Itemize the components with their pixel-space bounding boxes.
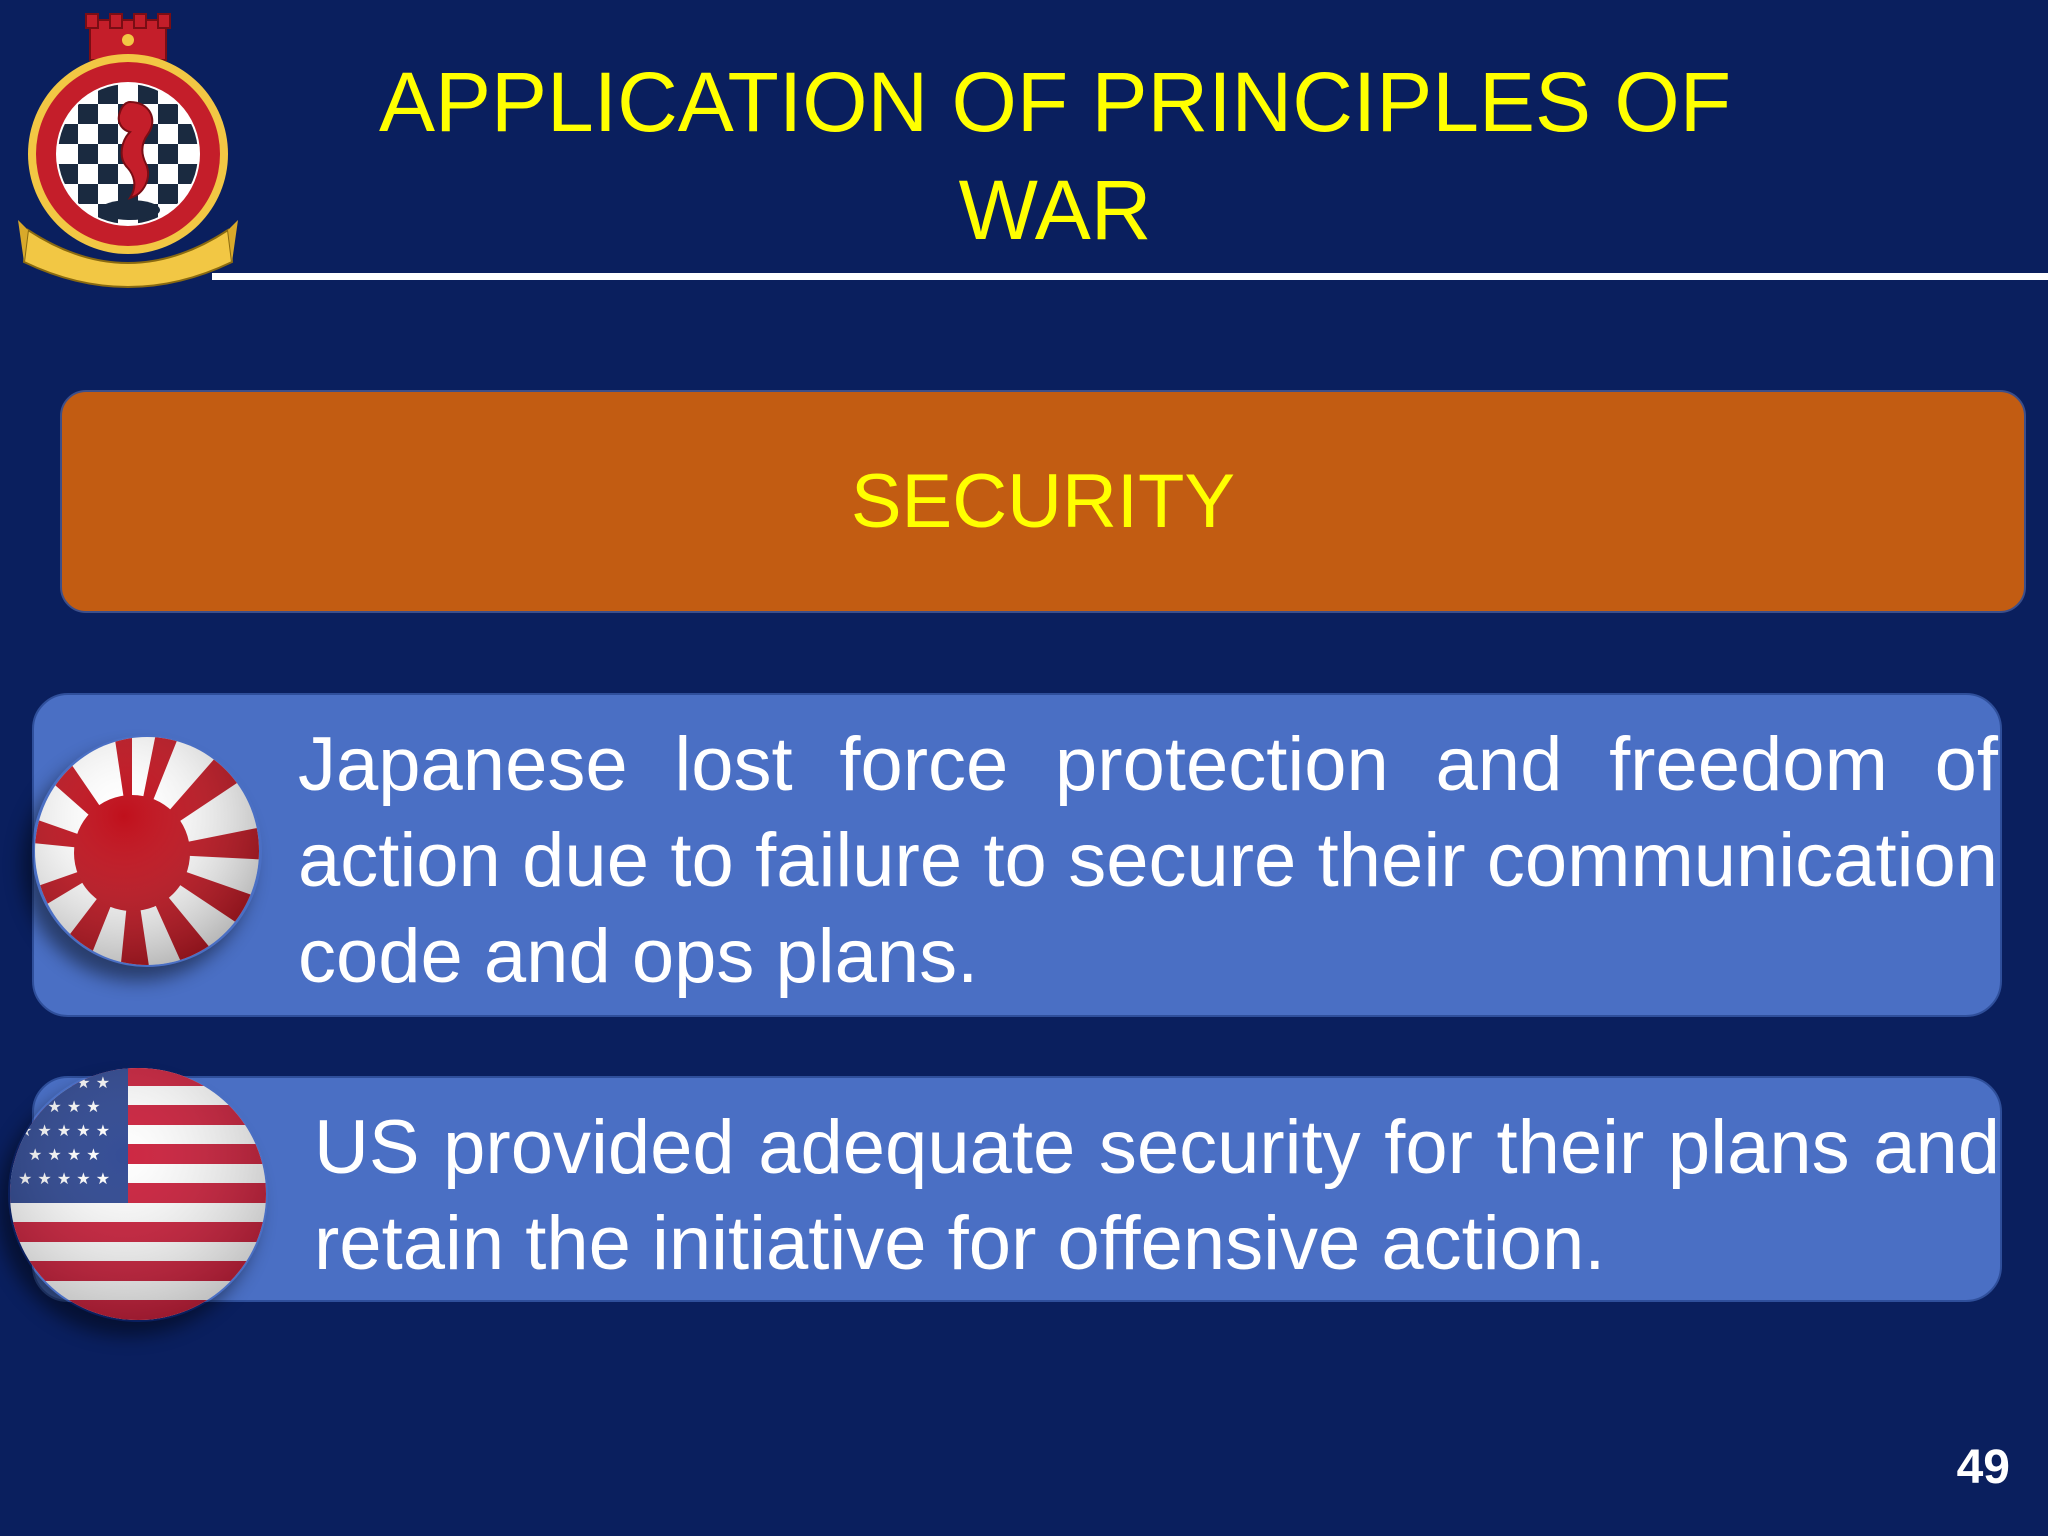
slide-title-line-2: WAR (958, 163, 1152, 257)
title-divider (212, 273, 2048, 280)
naval-crest-logo (18, 13, 238, 288)
point-box-us: US provided adequate security for their … (32, 1076, 2002, 1302)
principle-header-box: SECURITY (60, 390, 2026, 613)
point-text-us: US provided adequate security for their … (314, 1105, 2000, 1286)
slide-title-line-1: APPLICATION OF PRINCIPLES OF (378, 55, 1732, 149)
point-text-japan: Japanese lost force protection and freed… (298, 722, 1998, 999)
principle-label: SECURITY (850, 459, 1236, 544)
us-flag-icon: ★ ★ ★ ★ ★ ★ ★ ★ ★ ★ ★ ★ ★ ★ ★ ★ ★ ★ ★ ★ … (10, 1068, 266, 1320)
point-box-japan: Japanese lost force protection and freed… (32, 693, 2002, 1017)
japanese-rising-sun-flag-icon (35, 737, 259, 965)
slide-title: APPLICATION OF PRINCIPLES OF WAR (300, 48, 1810, 264)
page-number: 49 (1956, 1441, 2010, 1494)
